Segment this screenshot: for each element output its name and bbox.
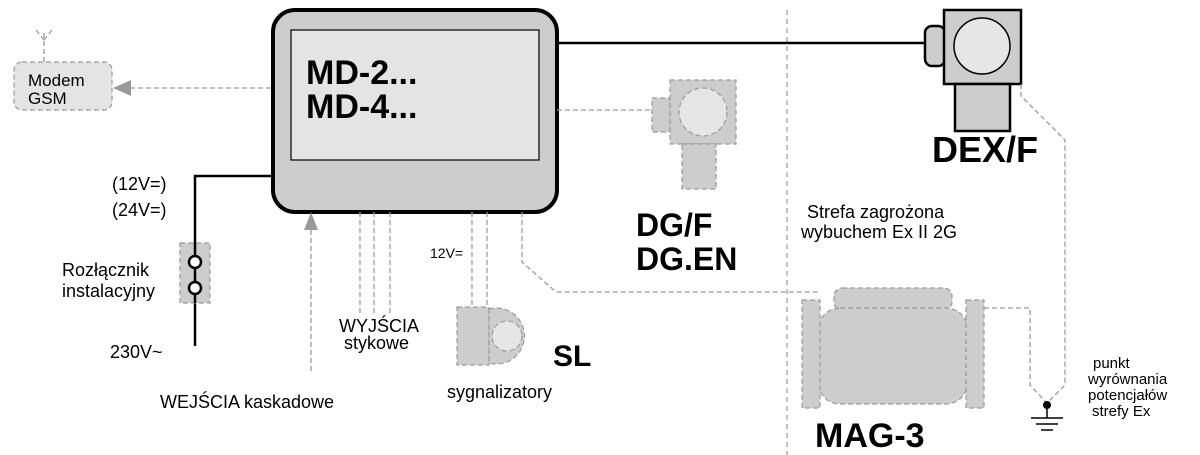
dexf-detector — [923, 8, 1023, 133]
zone-label-line2: wybuchem Ex II 2G — [800, 222, 957, 242]
ground-label-line3: potencjałów — [1088, 387, 1167, 404]
dexf-label: DEX/F — [932, 129, 1038, 170]
md-label-line1: MD-2... — [306, 54, 417, 92]
power-24v-label: (24V=) — [112, 200, 167, 220]
outputs-label-line2: stykowe — [344, 333, 409, 353]
outputs-label-line1: WYJŚCIA — [339, 315, 419, 336]
cascade-input-label: WEJŚCIA kaskadowe — [160, 391, 334, 412]
modem-label-line1: Modem — [28, 71, 85, 90]
switch-label-line1: Rozłącznik — [62, 260, 150, 280]
ground-label-line2: wyrównania — [1087, 371, 1168, 388]
sl-signaller — [456, 306, 526, 366]
ground-label-line1: punkt — [1093, 355, 1131, 372]
signal-voltage-label: 12V= — [430, 245, 463, 261]
sl-label: SL — [553, 340, 591, 373]
dgf-detector — [651, 79, 737, 190]
switch-label-line2: instalacyjny — [62, 281, 155, 301]
modem-gsm: Modem GSM — [13, 29, 113, 111]
cascade-input-arrow — [304, 212, 318, 230]
zone-label-line1: Strefa zagrożona — [807, 202, 945, 222]
md-main-unit: MD-2... MD-4... — [271, 8, 559, 214]
ground-label-line4: strefy Ex — [1092, 403, 1151, 420]
md-label-line2: MD-4... — [306, 88, 417, 126]
mag-link-line — [521, 212, 820, 293]
installation-switch — [179, 242, 211, 304]
ground-line-mag — [984, 307, 1047, 403]
ground-line-dexf — [1020, 84, 1066, 403]
power-230v-label: 230V~ — [110, 342, 163, 362]
mag3-valve — [801, 287, 985, 409]
mag3-label: MAG-3 — [815, 417, 925, 455]
power-12v-label: (12V=) — [112, 174, 167, 194]
modem-label-line2: GSM — [28, 89, 67, 108]
dgf-label-line2: DG.EN — [636, 241, 737, 277]
dgf-label-line1: DG/F — [636, 207, 712, 243]
signallers-caption: sygnalizatory — [447, 382, 552, 402]
ground-symbol-icon — [1031, 401, 1063, 431]
modem-arrow — [113, 80, 131, 96]
